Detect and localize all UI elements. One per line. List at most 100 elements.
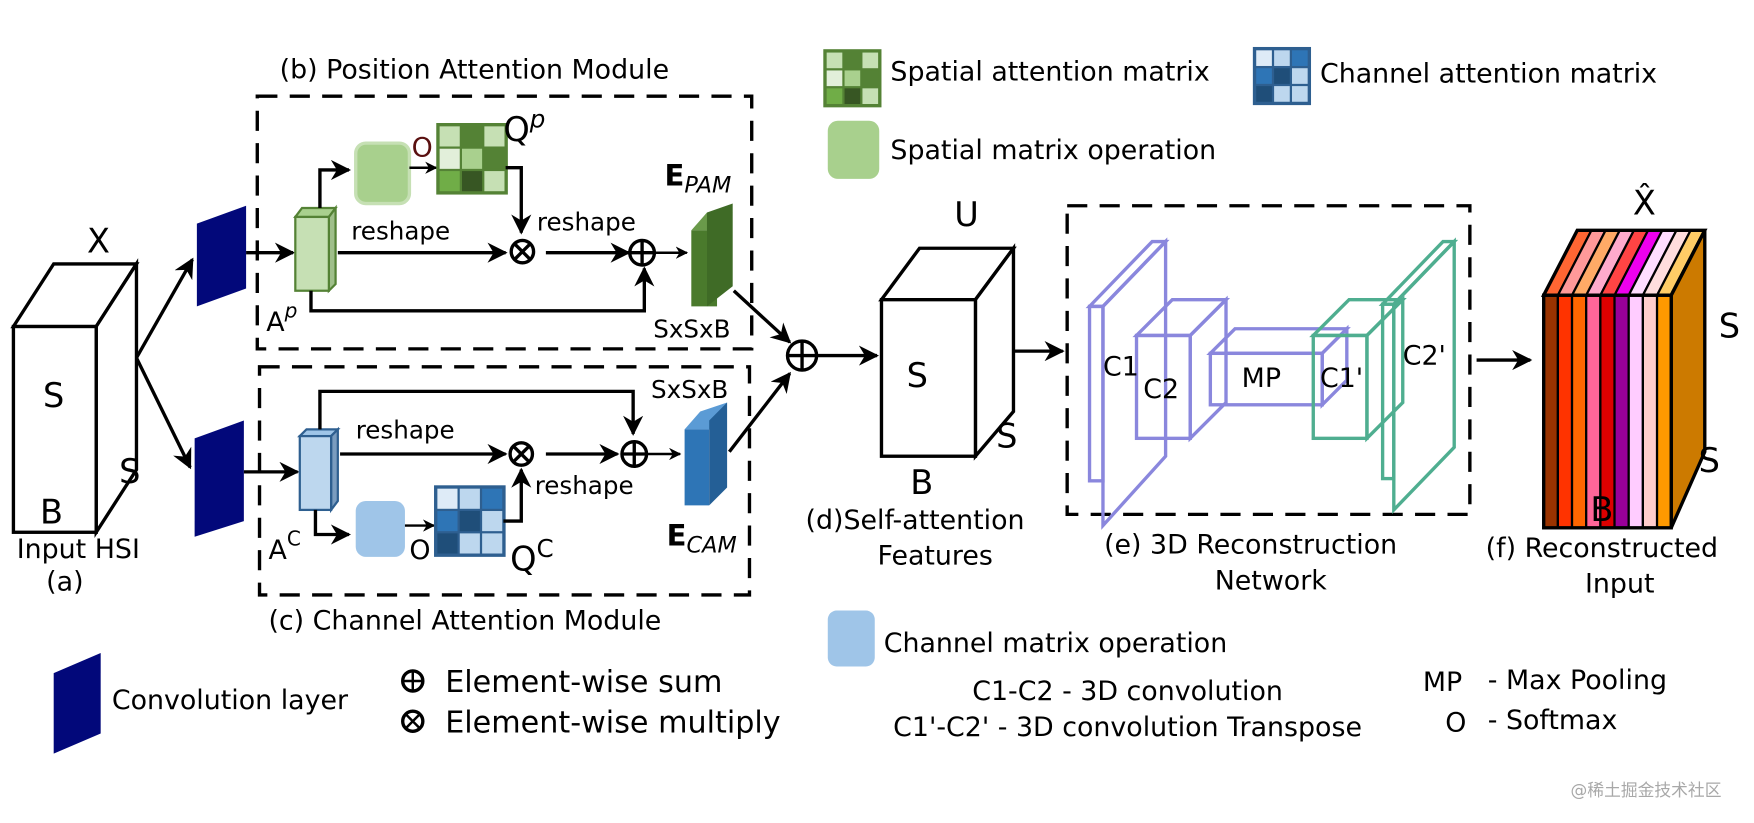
spatial-matrix-cell: [461, 171, 483, 192]
pam-dashed-boundary: [255, 94, 754, 351]
layer-label-c1: C1: [1103, 352, 1139, 383]
spectral-band: [1655, 294, 1673, 529]
input-caption: Input HSI: [17, 534, 140, 565]
pam-spatial-attention-matrix-qp: [436, 123, 508, 195]
layer-c1-prime: [1309, 295, 1407, 443]
legend: Spatial attention matrix Channel attenti…: [53, 46, 1667, 754]
channel-matrix-cell: [437, 511, 458, 532]
cam-reshape-label-2: reshape: [535, 471, 634, 500]
cam-multiply-operator: [508, 441, 535, 467]
layer-c2: [1132, 295, 1231, 443]
arrow-input-to-cam-conv: [134, 357, 192, 470]
u-depth-label: S: [996, 416, 1017, 455]
layer-label-c1-prime: C1': [1320, 363, 1363, 394]
pam-size-label: SxSxB: [653, 315, 730, 344]
reconstructed-input-cube: X̂ S S B (f) Reconstructed Input: [1486, 183, 1740, 600]
position-attention-module: (b) Position Attention Module Ap O Qp re…: [246, 54, 754, 351]
pam-spatial-matrix-operation: [354, 141, 412, 206]
spatial-matrix-cell: [484, 126, 505, 147]
legend-channel-matrix-cell: [1292, 86, 1308, 102]
pam-softmax-symbol: O: [412, 133, 433, 164]
cam-output-label: ECAM: [667, 519, 737, 559]
reconstruction-caption-2: Network: [1215, 565, 1328, 596]
spatial-matrix-cell: [484, 148, 505, 169]
channel-matrix-cell: [437, 488, 458, 509]
cam-convolution-layer: [194, 420, 244, 537]
channel-matrix-cell: [459, 533, 480, 554]
legend-conv3d-transpose: C1'-C2' - 3D convolution Transpose: [893, 712, 1362, 743]
legend-convolution-icon: [53, 653, 101, 754]
output-side-label: S: [1719, 307, 1740, 346]
arrow-qc-to-multiply: [503, 467, 532, 523]
input-face-label: S: [43, 376, 64, 415]
cam-feature-block-ac: [297, 426, 341, 514]
cam-dashed-boundary: [257, 365, 752, 597]
input-symbol: X: [87, 222, 110, 261]
legend-mp-key: MP: [1423, 667, 1462, 698]
self-attention-caption-1: (d)Self-attention: [806, 505, 1025, 536]
cam-title: (c) Channel Attention Module: [268, 606, 661, 637]
pam-convolution-layer: [196, 205, 247, 307]
legend-spatial-matrix-cell: [862, 52, 879, 69]
input-depth-label: S: [119, 452, 140, 491]
legend-spatial-matrix-cell: [844, 88, 861, 104]
spatial-matrix-cell: [439, 126, 460, 147]
reconstruction-network: C1 C2 MP C1' C2' (e) 3D Reconstruction N…: [1065, 204, 1472, 596]
spectral-band: [1542, 294, 1559, 529]
output-caption-1: (f) Reconstructed: [1486, 533, 1718, 564]
pam-reshape-label-2: reshape: [537, 207, 636, 236]
u-symbol: U: [954, 195, 979, 234]
legend-softmax-value: - Softmax: [1488, 705, 1618, 736]
legend-channel-matrix-cell: [1256, 50, 1272, 66]
legend-spatial-op-icon: [827, 120, 880, 179]
arrow-qp-to-multiply: [505, 166, 532, 235]
layer-c2-prime: [1378, 237, 1459, 515]
channel-matrix-cell: [482, 533, 503, 554]
pam-feature-label: Ap: [266, 299, 297, 338]
channel-attention-module: (c) Channel Attention Module AC reshape …: [243, 365, 752, 637]
layer-label-mp: MP: [1242, 363, 1281, 394]
layer-c1: [1085, 237, 1170, 530]
channel-matrix-cell: [459, 488, 480, 509]
input-hsi-cube: X S S B Input HSI (a): [10, 222, 140, 597]
cam-channel-matrix-operation: [355, 500, 405, 557]
spectral-band: [1641, 294, 1659, 529]
arrow-epam-to-merge: [732, 289, 792, 344]
legend-mp-value: - Max Pooling: [1488, 665, 1667, 696]
legend-spatial-matrix-cell: [862, 88, 879, 104]
legend-channel-matrix-cell: [1292, 50, 1308, 66]
legend-channel-matrix-cell: [1274, 68, 1290, 84]
legend-channel-matrix-cell: [1274, 50, 1290, 66]
input-tag: (a): [46, 566, 83, 597]
legend-spatial-matrix-cell: [826, 70, 843, 87]
layer-label-c2: C2: [1143, 374, 1179, 405]
spectral-band: [1570, 294, 1588, 529]
legend-sum-icon: [401, 669, 425, 693]
legend-spatial-matrix-cell: [826, 88, 843, 104]
legend-channel-matrix-operation: Channel matrix operation: [884, 628, 1228, 659]
output-caption-2: Input: [1585, 569, 1654, 600]
channel-matrix-cell: [437, 533, 458, 554]
legend-channel-matrix-cell: [1256, 68, 1272, 84]
u-face-label: S: [907, 356, 928, 395]
legend-spatial-matrix-operation: Spatial matrix operation: [890, 135, 1216, 166]
legend-channel-matrix-cell: [1292, 68, 1308, 84]
legend-channel-op-icon: [827, 610, 875, 667]
self-attention-features-cube: U S S B (d)Self-attention Features: [806, 195, 1025, 572]
pam-sum-operator: [628, 238, 657, 267]
reconstruction-dashed-boundary: [1065, 204, 1472, 517]
pam-reshape-label-1: reshape: [351, 216, 450, 245]
legend-spatial-matrix-cell: [844, 52, 861, 69]
output-depth-label: S: [1699, 441, 1720, 480]
merge-sum-operator: [785, 339, 819, 372]
pam-title: (b) Position Attention Module: [280, 54, 669, 85]
legend-element-wise-sum: Element-wise sum: [445, 665, 722, 700]
input-bottom-label: B: [40, 492, 63, 531]
pam-multiply-operator: [509, 238, 536, 265]
output-bottom-label: B: [1590, 490, 1613, 529]
legend-spatial-matrix-cell: [844, 70, 861, 87]
legend-spatial-matrix-cell: [826, 52, 843, 69]
cam-channel-attention-matrix-qc: [434, 485, 506, 557]
spatial-matrix-cell: [439, 171, 460, 192]
